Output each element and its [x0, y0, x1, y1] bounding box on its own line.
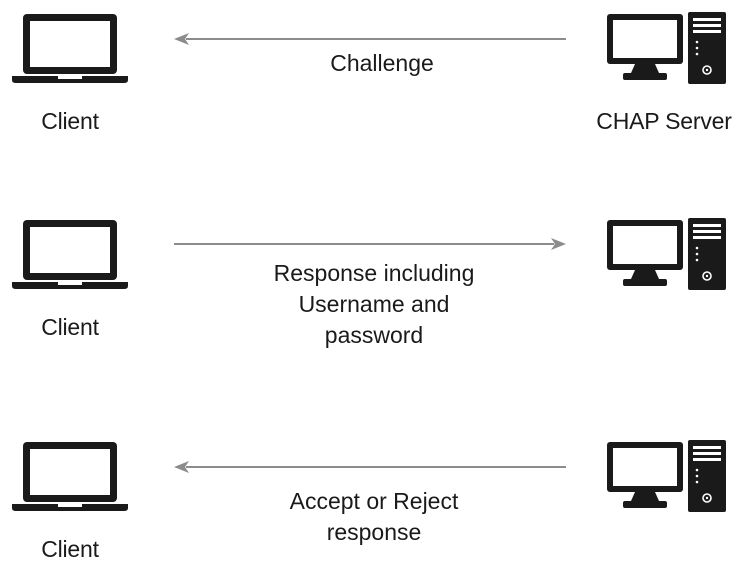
client-label: Client — [41, 536, 99, 562]
arrow-right-icon — [174, 238, 566, 250]
client-label: Client — [41, 314, 99, 340]
message-challenge: Challenge — [330, 50, 434, 76]
server-desktop-icon — [605, 12, 730, 84]
client-laptop-icon — [10, 12, 130, 84]
client-label: Client — [41, 108, 99, 134]
exchange-row-challenge: Client Challenge CHAP Server — [0, 0, 748, 190]
message-accept-reject: Accept or Reject response — [289, 488, 459, 545]
client-laptop-icon — [10, 218, 130, 290]
server-label: CHAP Server — [596, 108, 732, 134]
server-desktop-icon — [605, 440, 730, 512]
client-laptop-icon — [10, 440, 130, 512]
server-desktop-icon — [605, 218, 730, 290]
message-response: Response including Username and password — [273, 260, 475, 348]
exchange-row-result: Client Accept or Reject response — [0, 400, 748, 578]
exchange-row-response: Client Response including Username and p… — [0, 190, 748, 400]
arrow-left-icon — [174, 33, 566, 45]
arrow-left-icon — [174, 461, 566, 473]
